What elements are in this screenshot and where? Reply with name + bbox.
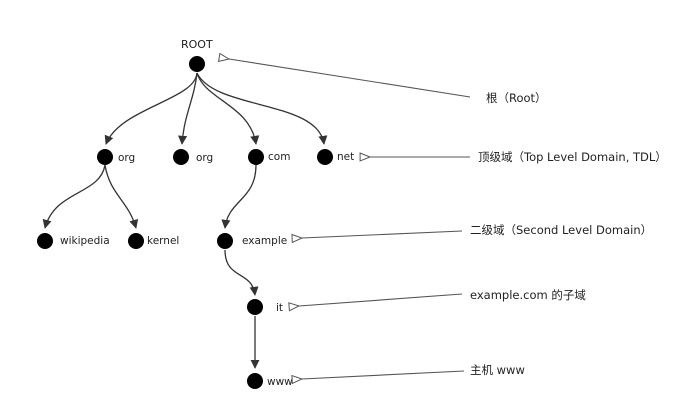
label-kernel: kernel [147, 235, 179, 247]
edge-root-net [196, 72, 328, 145]
node-wikipedia [37, 233, 53, 249]
edge-root-org1 [104, 72, 198, 145]
annotation-arrow-root [218, 52, 471, 98]
node-kernel [128, 233, 144, 249]
node-com [248, 149, 264, 165]
label-root: ROOT [181, 38, 213, 51]
annotation-arrow-host [291, 370, 465, 385]
node-org-1 [97, 149, 113, 165]
label-www: www [267, 376, 293, 388]
node-root [189, 56, 205, 72]
edge-root-org2 [178, 72, 198, 145]
annotation-subdomain: example.com 的子域 [470, 288, 586, 302]
label-org-2: org [196, 152, 213, 164]
edge-com-example [221, 164, 257, 229]
node-example [217, 233, 233, 249]
annotation-root: 根（Root） [486, 91, 547, 105]
annotation-arrow-subdomain [288, 293, 463, 312]
edge-example-it [224, 249, 259, 296]
edge-root-com [196, 72, 260, 145]
node-org-2 [173, 149, 189, 165]
edge-org-wikipedia [42, 164, 106, 229]
node-it [247, 299, 263, 315]
label-example: example [242, 235, 287, 247]
label-org-1: org [118, 152, 135, 164]
annotation-host: 主机 www [470, 363, 525, 377]
node-www [247, 373, 263, 389]
label-com: com [268, 151, 290, 163]
label-wikipedia: wikipedia [60, 235, 110, 247]
annotation-arrow-second-level [291, 230, 463, 244]
annotation-tld: 顶级域（Top Level Domain, TDL） [478, 150, 667, 164]
node-net [317, 149, 333, 165]
annotation-second-level: 二级域（Second Level Domain） [470, 223, 652, 237]
edge-org-kernel [104, 164, 139, 229]
label-net: net [337, 151, 354, 163]
label-it: it [276, 302, 283, 314]
